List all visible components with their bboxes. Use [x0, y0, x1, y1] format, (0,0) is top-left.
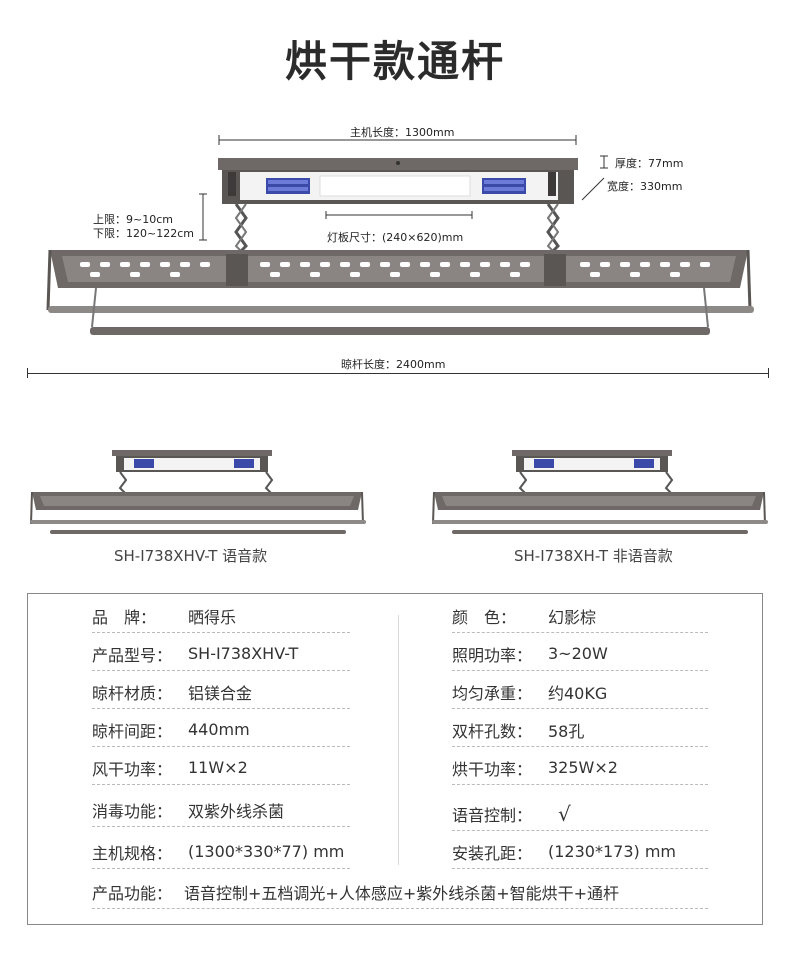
rod-length-tick-right	[768, 368, 769, 378]
spec-value: (1230*173) mm	[548, 842, 676, 861]
spec-value: 语音控制+五档调光+人体感应+紫外线杀菌+智能烘干+通杆	[184, 883, 620, 903]
spec-label: 颜 色：	[452, 607, 517, 627]
spec-label: 晾杆材质：	[92, 683, 173, 703]
non-voice-variant-illustration	[432, 450, 768, 534]
spec-row-holes: 双杆孔数： 58孔	[452, 713, 708, 747]
spec-label: 语音控制：	[452, 805, 533, 825]
spec-row-air-dry-power: 风干功率： 11W×2	[92, 751, 350, 785]
spec-value: 3~20W	[548, 644, 608, 663]
rod-length-tick-left	[27, 368, 28, 378]
spec-row-disinfection: 消毒功能： 双紫外线杀菌	[92, 793, 350, 827]
spec-row-material: 晾杆材质： 铝镁合金	[92, 675, 350, 709]
panel-size-label: 灯板尺寸：(240×620)mm	[327, 231, 464, 244]
width-label: 宽度：330mm	[607, 180, 683, 193]
spec-row-voice-control: 语音控制： √	[452, 797, 708, 831]
spec-row-lighting-power: 照明功率： 3~20W	[452, 637, 708, 671]
spec-label: 安装孔距：	[452, 843, 533, 863]
spec-row-mount-spacing: 安装孔距： (1230*173) mm	[452, 835, 708, 869]
spec-row-features: 产品功能： 语音控制+五档调光+人体感应+紫外线杀菌+智能烘干+通杆	[92, 875, 708, 909]
spec-table	[27, 593, 763, 925]
spec-label: 主机规格：	[92, 843, 173, 863]
spec-value: 晒得乐	[188, 607, 237, 627]
spec-label: 双杆孔数：	[452, 721, 533, 741]
spec-value: 58孔	[548, 721, 585, 741]
spec-value: 11W×2	[188, 758, 248, 777]
spec-value: (1300*330*77) mm	[188, 842, 345, 861]
rod-length-label: 晾杆长度：2400mm	[341, 358, 446, 371]
spec-value: 双紫外线杀菌	[188, 801, 285, 821]
voice-variant-illustration	[30, 450, 366, 534]
spec-label: 产品功能：	[92, 883, 173, 903]
lower-limit-label: 下限：120~122cm	[93, 227, 194, 240]
spec-value: 440mm	[188, 720, 250, 739]
spec-label: 烘干功率：	[452, 759, 533, 779]
spec-row-spacing: 晾杆间距： 440mm	[92, 713, 350, 747]
spec-row-color: 颜 色： 幻影棕	[452, 599, 708, 633]
voice-variant-caption: SH-I738XHV-T 语音款	[114, 547, 268, 565]
spec-value: SH-I738XHV-T	[188, 644, 299, 663]
host-length-label: 主机长度：1300mm	[350, 126, 455, 139]
spec-row-model: 产品型号： SH-I738XHV-T	[92, 637, 350, 671]
rod-length-line	[27, 373, 769, 374]
spec-value: 约40KG	[548, 683, 608, 703]
spec-value: 幻影棕	[548, 607, 597, 627]
spec-row-load: 均匀承重： 约40KG	[452, 675, 708, 709]
spec-divider	[398, 615, 399, 865]
check-icon: √	[558, 801, 571, 826]
non-voice-variant-caption: SH-I738XH-T 非语音款	[514, 547, 673, 565]
spec-label: 产品型号：	[92, 645, 173, 665]
spec-label: 风干功率：	[92, 759, 173, 779]
spec-label: 照明功率：	[452, 645, 533, 665]
spec-row-host-size: 主机规格： (1300*330*77) mm	[92, 835, 350, 869]
spec-label: 品 牌：	[92, 607, 157, 627]
spec-row-heat-dry-power: 烘干功率： 325W×2	[452, 751, 708, 785]
spec-label: 均匀承重：	[452, 683, 533, 703]
spec-value: 铝镁合金	[188, 683, 253, 703]
spec-label: 晾杆间距：	[92, 721, 173, 741]
spec-label: 消毒功能：	[92, 801, 173, 821]
page-title: 烘干款通杆	[284, 37, 505, 86]
main-product-illustration	[46, 135, 754, 335]
spec-value: 325W×2	[548, 758, 618, 777]
thickness-label: 厚度：77mm	[615, 157, 684, 170]
spec-row-brand: 品 牌： 晒得乐	[92, 599, 350, 633]
upper-limit-label: 上限：9~10cm	[93, 213, 173, 226]
